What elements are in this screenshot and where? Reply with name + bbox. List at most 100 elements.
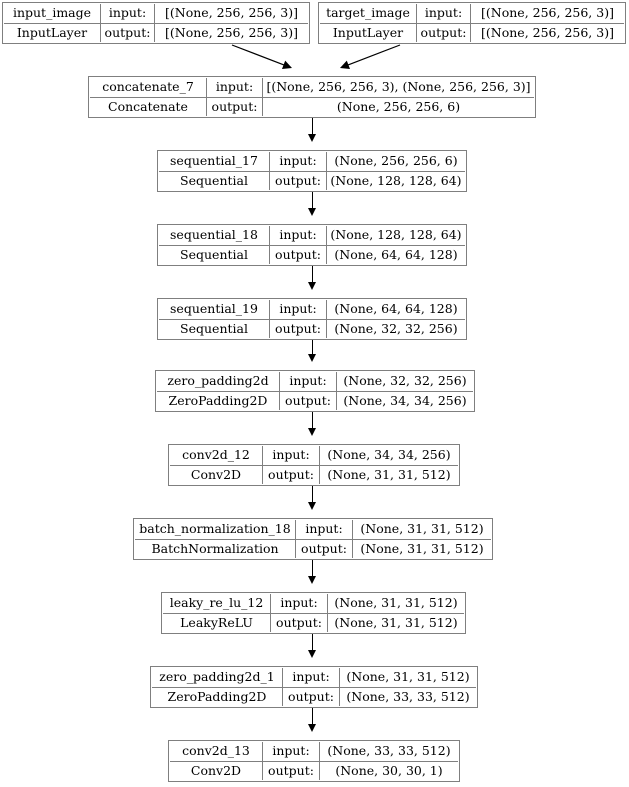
layer-name: zero_padding2d	[167, 373, 269, 388]
layer-node-sequential_17[interactable]: sequential_17 input: (None, 256, 256, 6) Se…	[157, 150, 467, 192]
layer-node-row-output: InputLayer output: [(None, 256, 256, 3)]	[4, 23, 308, 42]
layer-name: target_image	[326, 5, 410, 20]
output-label: output:	[270, 613, 328, 632]
layer-class-name: ZeroPadding2D	[167, 688, 267, 704]
input-shape: (None, 31, 31, 512)	[360, 521, 484, 536]
input-shape: (None, 128, 128, 64)	[330, 227, 462, 242]
output-label: output:	[100, 23, 155, 42]
layer-class-name: Sequential	[180, 172, 248, 188]
output-shape: (None, 31, 31, 512)	[327, 466, 451, 482]
layer-class-name: ZeroPadding2D	[168, 392, 268, 408]
edge-leaky_re_lu_12-to-zero_padding2d_1	[312, 634, 313, 651]
edge-zero_padding2d_1-to-conv2d_13	[312, 708, 313, 725]
input-label: input:	[295, 520, 353, 539]
output-shape: (None, 128, 128, 64)	[330, 172, 462, 188]
layer-name: sequential_19	[170, 301, 258, 316]
output-shape: (None, 30, 30, 1)	[335, 762, 443, 778]
layer-name: leaky_re_lu_12	[169, 595, 264, 610]
layer-node-row-input: zero_padding2d_1 input: (None, 31, 31, 512…	[152, 668, 476, 688]
layer-node-row-input: concatenate_7 input:[(None, 256, 256, 3),…	[90, 78, 534, 98]
layer-name: zero_padding2d_1	[159, 669, 275, 684]
input-label: input:	[282, 668, 340, 687]
output-shape: (None, 31, 31, 512)	[334, 614, 458, 630]
input-shape: [(None, 256, 256, 3)]	[165, 5, 298, 20]
layer-node-row-input: zero_padding2d input: (None, 32, 32, 256)	[157, 372, 473, 392]
arrowhead-icon	[308, 208, 316, 216]
layer-node-concatenate_7[interactable]: concatenate_7 input:[(None, 256, 256, 3),…	[88, 76, 536, 118]
input-label: input:	[279, 372, 337, 391]
layer-node-row-input: sequential_17 input: (None, 256, 256, 6)	[159, 152, 465, 172]
layer-node-row-input: batch_normalization_18 input: (None, 31, 3…	[135, 520, 491, 540]
output-label: output:	[416, 23, 471, 42]
layer-node-batch_normalization_18[interactable]: batch_normalization_18 input: (None, 31, 3…	[133, 518, 493, 560]
output-label: output:	[262, 761, 320, 780]
layer-name: sequential_17	[170, 153, 258, 168]
input-shape: [(None, 256, 256, 3), (None, 256, 256, 3…	[266, 79, 531, 94]
edge-target_image-to-concatenate_7	[340, 44, 401, 69]
input-label: input:	[269, 152, 327, 171]
input-shape: (None, 34, 34, 256)	[327, 447, 451, 462]
layer-node-zero_padding2d_1[interactable]: zero_padding2d_1 input: (None, 31, 31, 512…	[150, 666, 478, 708]
edge-concatenate_7-to-sequential_17	[312, 118, 313, 135]
output-label: output:	[269, 171, 327, 190]
output-label: output:	[269, 245, 327, 264]
layer-name: conv2d_13	[182, 743, 250, 758]
layer-name: conv2d_12	[182, 447, 250, 462]
layer-node-row-output: ZeroPadding2D output: (None, 34, 34, 256)	[157, 391, 473, 410]
layer-class-name: Sequential	[180, 320, 248, 336]
layer-class-name: LeakyReLU	[180, 614, 253, 630]
layer-class-name: Concatenate	[108, 98, 188, 114]
arrowhead-icon	[308, 428, 316, 436]
input-shape: [(None, 256, 256, 3)]	[481, 5, 614, 20]
layer-name: batch_normalization_18	[139, 521, 291, 536]
arrowhead-icon	[308, 134, 316, 142]
layer-name: concatenate_7	[102, 79, 194, 94]
output-shape: (None, 64, 64, 128)	[334, 246, 458, 262]
input-label: input:	[206, 78, 263, 97]
layer-node-row-output: Conv2D output: (None, 30, 30, 1)	[170, 761, 458, 780]
layer-class-name: Conv2D	[190, 762, 242, 778]
edge-sequential_17-to-sequential_18	[312, 192, 313, 209]
edge-input_image-to-concatenate_7	[231, 44, 292, 69]
layer-class-name: InputLayer	[16, 24, 88, 40]
input-shape: (None, 32, 32, 256)	[343, 373, 467, 388]
arrowhead-icon	[308, 576, 316, 584]
input-shape: (None, 31, 31, 512)	[334, 595, 458, 610]
output-shape: [(None, 256, 256, 3)]	[165, 24, 298, 40]
edge-sequential_19-to-zero_padding2d	[312, 340, 313, 355]
layer-node-row-input: input_image input: [(None, 256, 256, 3)]	[4, 4, 308, 24]
arrowhead-icon	[308, 650, 316, 658]
input-shape: (None, 64, 64, 128)	[334, 301, 458, 316]
output-shape: (None, 32, 32, 256)	[334, 320, 458, 336]
arrowhead-icon	[308, 354, 316, 362]
input-shape: (None, 33, 33, 512)	[327, 743, 451, 758]
layer-class-name: BatchNormalization	[151, 540, 279, 556]
edge-sequential_18-to-sequential_19	[312, 266, 313, 283]
input-label: input:	[100, 4, 155, 23]
edge-zero_padding2d-to-conv2d_12	[312, 412, 313, 429]
output-label: output:	[279, 391, 337, 410]
input-shape: (None, 256, 256, 6)	[334, 153, 458, 168]
layer-class-name: Sequential	[180, 246, 248, 262]
output-label: output:	[262, 465, 320, 484]
input-shape: (None, 31, 31, 512)	[346, 669, 470, 684]
output-shape: (None, 34, 34, 256)	[343, 392, 467, 408]
edge-batch_normalization_18-to-leaky_re_lu_12	[312, 560, 313, 577]
layer-name: input_image	[12, 5, 92, 20]
layer-node-row-output: LeakyReLU output: (None, 31, 31, 512)	[163, 613, 464, 632]
layer-node-zero_padding2d[interactable]: zero_padding2d input: (None, 32, 32, 256) Z…	[155, 370, 475, 412]
